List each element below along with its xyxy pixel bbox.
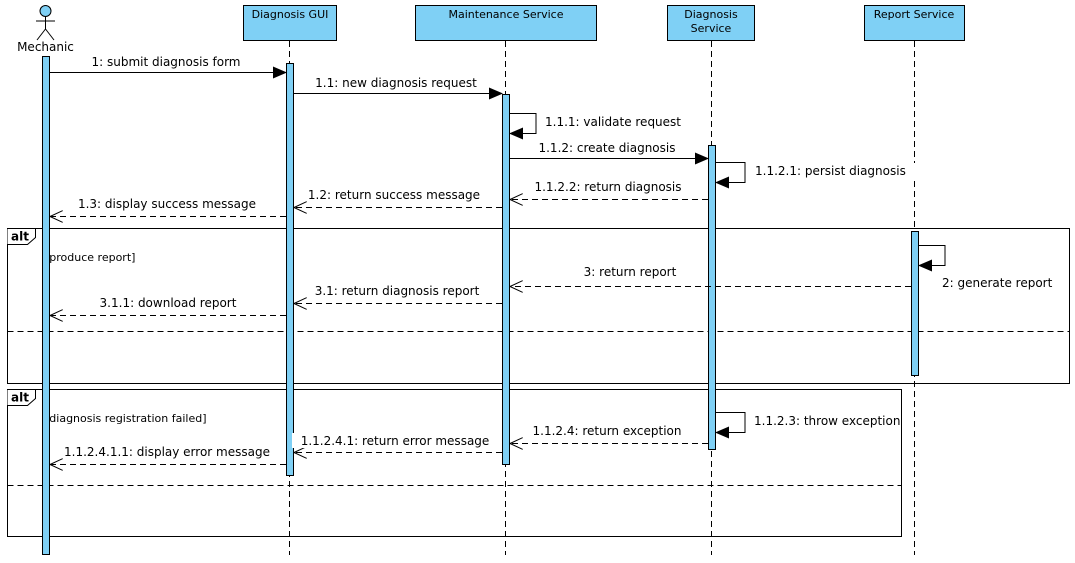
message-label: 1.1.2.1: persist diagnosis <box>755 164 906 178</box>
fragment-guard-label: [diagnosis registration failed] <box>45 412 207 425</box>
message-label: 1.1.2.4.1: return error message <box>301 434 490 448</box>
message-arrow <box>509 113 537 140</box>
fragment-operator-tab <box>7 389 36 406</box>
message-label: 3: return report <box>584 265 677 279</box>
activations <box>42 56 919 555</box>
participant-label: Diagnosis GUI <box>252 8 329 21</box>
message-arrow <box>715 412 746 439</box>
participant-label: Mechanic <box>17 40 74 54</box>
participant-report-service: Report Service <box>864 5 965 41</box>
message-arrow <box>918 245 946 272</box>
activation-report-service <box>911 231 919 376</box>
alt-fragment-produce-report: alt [produce report] <box>7 228 1070 384</box>
message-label: 1.1.1: validate request <box>545 115 681 129</box>
message-label: 1.1.2.3: throw exception <box>754 414 900 428</box>
message-label: 1.1.2.4.1.1: display error message <box>64 445 270 459</box>
messages <box>50 66 946 465</box>
message-label: 1.1.2.4: return exception <box>533 424 682 438</box>
participant-label-line2: Service <box>691 22 732 35</box>
fragment-frame <box>7 228 1070 384</box>
participant-diagnosis-gui: Diagnosis GUI <box>243 5 337 41</box>
message-label: 3.1.1: download report <box>100 296 237 310</box>
message-label: 2: generate report <box>942 276 1053 290</box>
message-label: 1.3: display success message <box>78 197 256 211</box>
message-labels: 1: submit diagnosis form 1.1: new diagno… <box>64 55 1053 459</box>
participant-mechanic: Mechanic <box>17 5 74 54</box>
activation-diagnosis-service <box>708 145 716 450</box>
participant-label-line1: Diagnosis <box>684 8 738 21</box>
activation-mechanic <box>42 56 50 555</box>
message-arrow <box>715 162 746 189</box>
actor-stick-figure-icon <box>36 5 55 41</box>
participants: Mechanic Diagnosis GUI Maintenance Servi… <box>17 5 965 54</box>
participant-diagnosis-service: Diagnosis Service <box>667 5 755 41</box>
fragment-operator-label: alt <box>11 391 29 405</box>
activation-diagnosis-gui <box>286 63 294 476</box>
message-label: 1.1.2: create diagnosis <box>538 141 675 155</box>
participant-label: Report Service <box>874 8 955 21</box>
message-label: 1.1.2.2: return diagnosis <box>534 180 681 194</box>
participant-maintenance-service: Maintenance Service <box>415 5 597 41</box>
fragment-operator-label: alt <box>11 230 29 244</box>
alt-fragment-registration-failed: alt [diagnosis registration failed] <box>7 389 902 537</box>
activation-maintenance-service <box>502 94 510 465</box>
message-label: 3.1: return diagnosis report <box>315 284 480 298</box>
fragment-frame <box>7 389 902 537</box>
fragment-operator-tab <box>7 228 36 245</box>
message-label: 1: submit diagnosis form <box>91 55 240 69</box>
fragment-guard-label: [produce report] <box>45 251 135 264</box>
message-label: 1.1: new diagnosis request <box>315 76 477 90</box>
participant-label: Maintenance Service <box>449 8 564 21</box>
message-label: 1.2: return success message <box>308 188 480 202</box>
